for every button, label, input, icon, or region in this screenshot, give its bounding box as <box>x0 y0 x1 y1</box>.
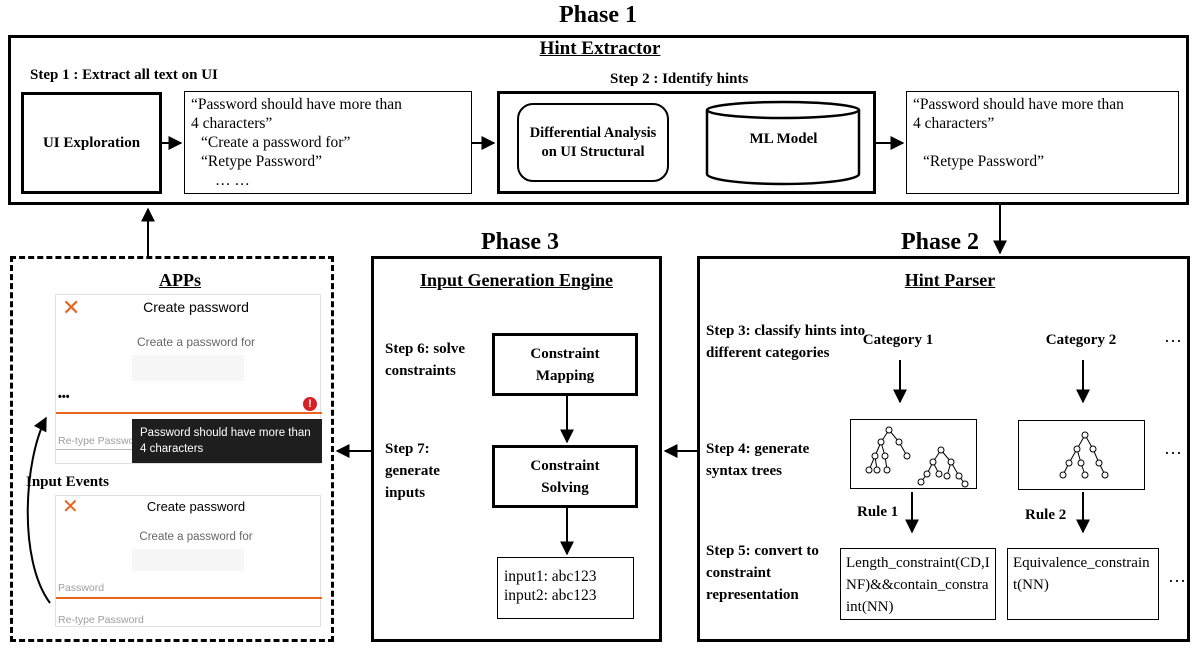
constraint-mapping-box: Constraint Mapping <box>492 333 638 396</box>
apps-box <box>10 256 334 642</box>
account-name-placeholder <box>132 549 244 571</box>
differential-analysis-label: Differential Analysis on UI Structural <box>529 124 657 160</box>
extracted-text-line: 4 characters” <box>191 115 273 132</box>
syntax-tree-1-icon <box>865 426 969 488</box>
input-generation-title: Input Generation Engine <box>419 270 614 290</box>
identified-hint-line: “Retype Password” <box>923 153 1044 170</box>
ui-exploration-label: UI Exploration <box>42 134 141 151</box>
generated-inputs-box: input1: abc123 input2: abc123 <box>497 557 634 619</box>
generated-input-2: input2: abc123 <box>504 587 597 604</box>
constraint-solving-box: Constraint Solving <box>492 445 638 508</box>
more-constraints-ellipsis: … <box>1168 566 1188 586</box>
retype-field-placeholder[interactable]: Re-type Password <box>58 614 144 626</box>
constraint2-text: Equivalence_constraint(NN) <box>1013 555 1150 593</box>
error-icon: ! <box>303 397 317 411</box>
step1-label: Step 1 : Extract all text on UI <box>30 67 218 83</box>
extracted-text-line: “Create a password for” <box>201 134 351 151</box>
step5-label: Step 5: convert to constraint representa… <box>706 543 819 603</box>
screen1-subtitle: Create a password for <box>136 335 256 349</box>
screen1-title: Create password <box>143 299 249 315</box>
extracted-text-line: “Password should have more than <box>191 96 402 113</box>
step3-label: Step 3: classify hints into different ca… <box>706 323 866 361</box>
password-field-placeholder[interactable]: Password <box>58 582 105 594</box>
syntax-tree-2-icon <box>1059 431 1109 479</box>
retype-field-placeholder[interactable]: Re-type Passwo <box>58 435 135 447</box>
constraint1-box: Length_constraint(CD,INF)&&contain_const… <box>840 548 996 620</box>
app-screen-error: ✕ Create password Create a password for … <box>55 294 322 464</box>
close-icon[interactable]: ✕ <box>62 496 79 518</box>
hint-extractor-title: Hint Extractor <box>539 38 661 59</box>
ml-model-label: ML Model <box>749 131 818 147</box>
screen2-subtitle: Create a password for <box>139 531 253 543</box>
screen2-title: Create password <box>146 499 246 514</box>
constraint2-box: Equivalence_constraint(NN) <box>1007 548 1159 620</box>
phase1-title: Phase 1 <box>559 2 637 28</box>
generated-input-1: input1: abc123 <box>504 568 597 585</box>
app-screen-input: ✕ Create password Create a password for … <box>55 495 322 627</box>
account-name-placeholder <box>132 355 244 381</box>
ml-model-cylinder <box>705 100 861 186</box>
identified-hint-line: “Password should have more than <box>913 96 1124 113</box>
category2-label: Category 2 <box>1045 332 1117 348</box>
phase3-title: Phase 3 <box>481 229 559 255</box>
step2-label: Step 2 : Identify hints <box>610 71 749 87</box>
identified-hints-box: “Password should have more than 4 charac… <box>906 91 1179 194</box>
step6-label: Step 6: solve constraints <box>385 341 465 379</box>
error-tooltip: Password should have more than 4 charact… <box>132 419 322 463</box>
extracted-text-box: “Password should have more than 4 charac… <box>184 91 472 194</box>
step7-label: Step 7: generate inputs <box>385 441 440 501</box>
ui-exploration-box: UI Exploration <box>21 92 162 194</box>
extracted-text-line: “Retype Password” <box>201 153 322 170</box>
identified-hint-line: 4 characters” <box>913 115 995 132</box>
step4-label: Step 4: generate syntax trees <box>706 441 810 479</box>
syntax-tree-box-1 <box>850 419 977 489</box>
constraint1-text: Length_constraint(CD,INF)&&contain_const… <box>846 555 990 615</box>
rule2-label: Rule 2 <box>1025 507 1067 523</box>
retype-field-underline <box>56 449 156 450</box>
apps-title: APPs <box>159 270 201 290</box>
password-field-value[interactable]: ••• <box>58 391 70 403</box>
arrow-input-events <box>26 416 51 604</box>
differential-analysis-box: Differential Analysis on UI Structural <box>517 103 669 182</box>
phase2-title: Phase 2 <box>901 229 979 255</box>
more-categories-ellipsis: … <box>1164 326 1184 346</box>
constraint-solving-label: Constraint Solving <box>530 457 600 496</box>
category1-label: Category 1 <box>862 332 934 348</box>
password-field-underline <box>56 597 322 599</box>
hint-parser-title: Hint Parser <box>904 270 996 290</box>
extracted-text-ellipsis: … … <box>215 172 250 189</box>
input-events-label: Input Events <box>26 474 109 490</box>
close-icon[interactable]: ✕ <box>62 295 81 320</box>
password-field-underline <box>56 412 322 414</box>
syntax-tree-box-2 <box>1018 420 1145 490</box>
constraint-mapping-label: Constraint Mapping <box>530 345 600 384</box>
more-trees-ellipsis: … <box>1164 438 1184 458</box>
rule1-label: Rule 1 <box>857 504 899 520</box>
